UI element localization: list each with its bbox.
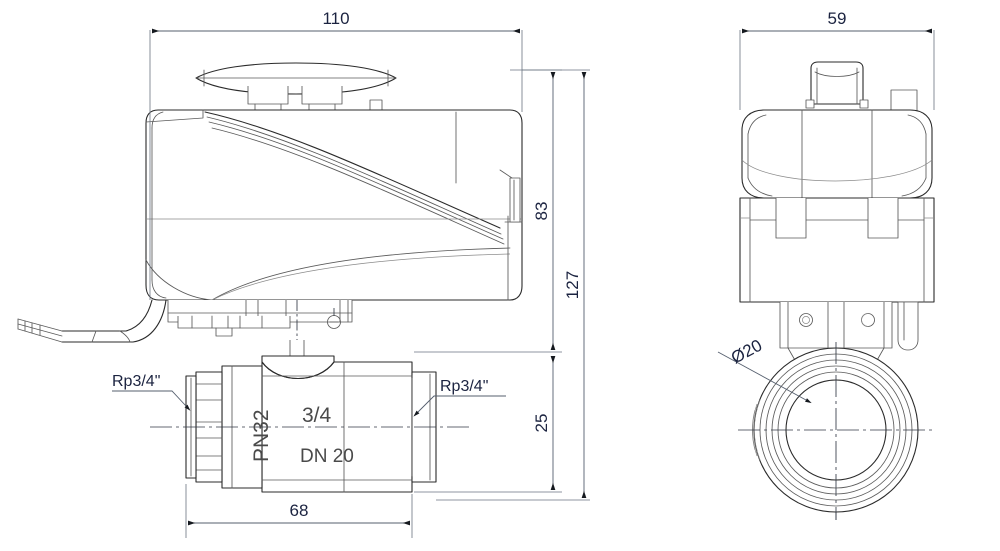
valve-end-view <box>738 342 934 520</box>
dimension-label-68: 68 <box>290 501 309 520</box>
power-cable <box>17 299 167 343</box>
dimension-label-110: 110 <box>322 9 349 28</box>
manual-override-lever <box>195 62 397 111</box>
side-elevation-view: PN32 3/4 DN 20 110 83 <box>17 9 590 538</box>
ball-valve-body: PN32 3/4 DN 20 <box>150 355 470 493</box>
callout-thread-right: Rp3/4" <box>413 378 506 417</box>
thread-label-right: Rp3/4" <box>440 378 488 395</box>
valve-marking-dn: DN 20 <box>300 446 354 467</box>
thread-label-left: Rp3/4" <box>112 373 160 390</box>
valve-adapter-bracket <box>167 299 353 368</box>
valve-marking-size: 3/4 <box>302 404 332 427</box>
callout-thread-left: Rp3/4" <box>112 373 191 411</box>
dimension-overall-width: 110 <box>149 9 523 300</box>
dimension-label-25: 25 <box>532 414 551 433</box>
actuator-base-front <box>739 197 935 303</box>
front-elevation-view: 59 Ø20 <box>717 9 935 520</box>
dimension-valve-length: 68 <box>185 484 413 538</box>
actuator-housing-front <box>741 109 933 199</box>
manual-override-lever-front <box>805 61 918 113</box>
dimension-front-width: 59 <box>739 9 935 110</box>
valve-marking-pn32: PN32 <box>250 409 273 462</box>
dimension-label-83: 83 <box>532 202 551 221</box>
dimension-total-height: 127 <box>436 69 590 501</box>
dimension-label-59: 59 <box>828 9 847 28</box>
dimension-valve-height: 25 <box>414 356 562 493</box>
dimension-label-127: 127 <box>563 271 582 299</box>
bore-diameter-label: Ø20 <box>728 336 765 368</box>
actuator-housing <box>145 109 523 301</box>
valve-adapter-bracket-front <box>779 301 919 379</box>
